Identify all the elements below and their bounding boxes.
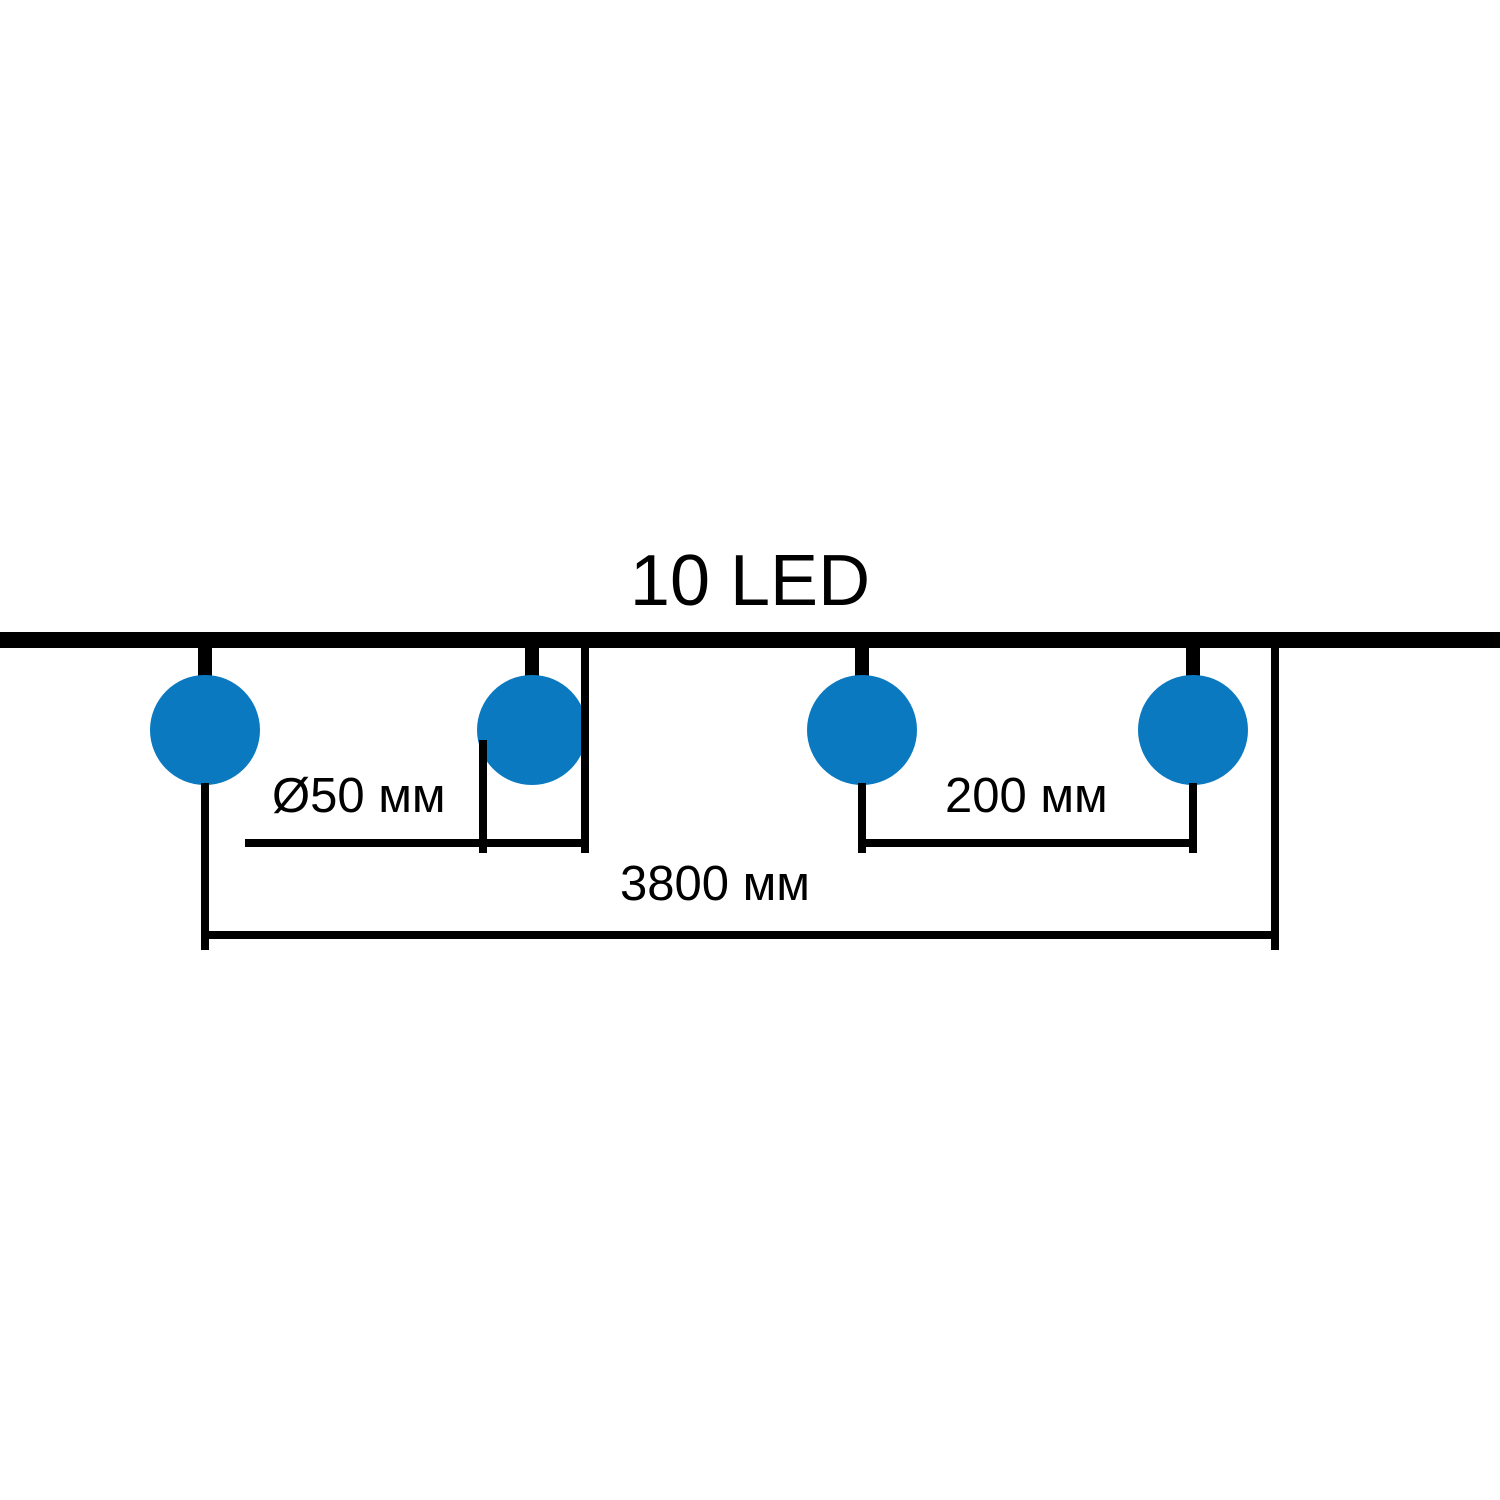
led-stem-3 <box>855 645 869 683</box>
dimension-label-spacing: 200 мм <box>945 769 1108 823</box>
led-bulb-2 <box>477 675 587 785</box>
led-stem-4 <box>1186 645 1200 683</box>
dimension-label-diameter: Ø50 мм <box>272 769 446 823</box>
led-bulb-1 <box>150 675 260 785</box>
led-drop-line-4 <box>1189 783 1197 853</box>
extension-line-left-total <box>201 783 209 950</box>
led-stem-2 <box>525 645 539 683</box>
led-stem-1 <box>198 645 212 683</box>
extension-line-right-total <box>1271 645 1279 950</box>
witness-line-diameter-left <box>479 740 487 853</box>
dimension-line-diameter <box>245 839 585 847</box>
led-drop-line-3 <box>858 783 866 853</box>
witness-line-diameter-right <box>581 645 589 853</box>
diagram-title: 10 LED <box>630 541 870 621</box>
dimension-line-spacing <box>859 839 1196 847</box>
led-bulb-4 <box>1138 675 1248 785</box>
led-bulb-3 <box>807 675 917 785</box>
string-wire <box>0 632 1500 648</box>
dimension-line-total-length <box>205 931 1275 939</box>
dimension-label-total-length: 3800 мм <box>620 857 810 911</box>
